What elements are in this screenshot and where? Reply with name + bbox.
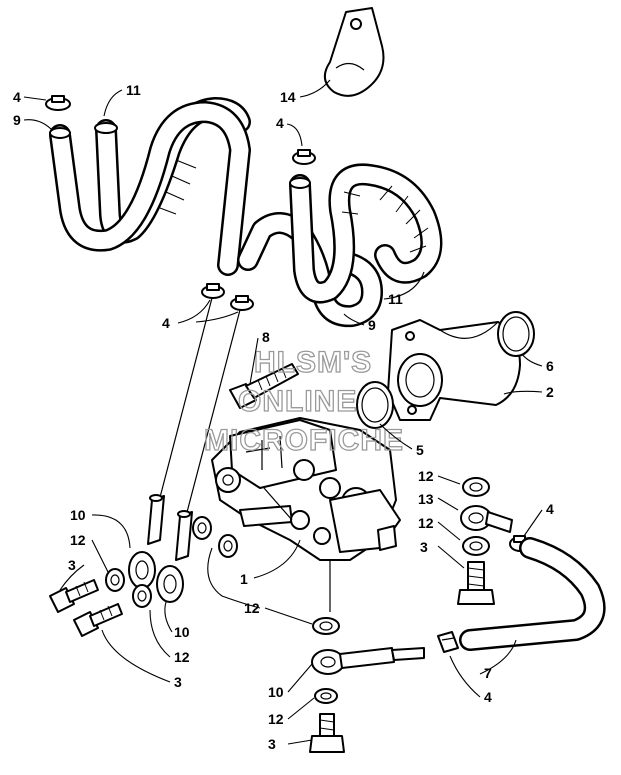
watermark-line-1: HLSM'S [254,346,372,379]
callout-10: 10 [268,684,284,700]
callout-3: 3 [68,557,76,573]
callout-12: 12 [418,515,434,531]
part-1-pump-body [211,417,401,561]
callout-12: 12 [244,600,260,616]
callout-1: 1 [240,571,248,587]
part-4-hose-clamp-top-center [292,149,316,165]
part-2-outlet-housing [387,319,521,421]
callout-4: 4 [276,115,284,131]
part-4-hose-clamp-middle-a [201,283,225,299]
part-14-clamp [323,7,385,97]
callout-10: 10 [174,624,190,640]
callout-9: 9 [13,112,21,128]
callout-8: 8 [262,329,270,345]
part-6-o-ring [497,311,535,357]
part-13-banjo-fitting-right [460,505,513,533]
leader-lines [23,79,543,745]
part-8-bolt [229,363,299,409]
part-12-washer-right-bottom [462,536,490,556]
callouts: 4 9 11 14 4 4 9 11 8 6 2 5 12 13 12 3 4 … [13,82,554,752]
callout-4: 4 [13,89,21,105]
part-4-hose-clamp-bottom [437,631,459,653]
callout-2: 2 [546,384,554,400]
callout-9: 9 [368,317,376,333]
part-9-hose-upper-left [49,101,251,276]
watermark: HLSM'S ONLINE MICROFICHE [203,345,404,457]
callout-12: 12 [174,649,190,665]
part-12-washer-mid-a [192,516,212,540]
watermark-line-3: MICROFICHE [204,424,404,457]
part-12-washer-bottom [314,688,338,704]
part-12-washer-left-b [132,584,152,608]
callout-10: 10 [70,507,86,523]
part-4-hose-clamp-top-left [45,95,71,111]
part-3-banjo-bolt-left-b [73,603,123,637]
callout-3: 3 [268,736,276,752]
part-12-washer-right-top [462,477,490,497]
part-12-washer-bottom-center [312,617,340,635]
callout-3: 3 [420,539,428,555]
callout-12: 12 [70,532,86,548]
callout-4: 4 [546,501,554,517]
callout-4: 4 [162,315,170,331]
part-3-banjo-bolt-left-a [49,579,99,613]
callout-11: 11 [126,82,141,98]
callout-7: 7 [484,665,492,681]
part-7-hose [459,537,606,651]
part-3-banjo-bolt-bottom [309,713,345,753]
part-11-hose-upper-right [289,163,443,304]
callout-3: 3 [174,674,182,690]
callout-6: 6 [546,358,554,374]
part-5-gasket [356,381,394,429]
part-10-banjo-fitting-bottom [311,647,425,675]
callout-14: 14 [280,89,296,105]
part-3-banjo-bolt-right [457,561,495,605]
part-12-washer-left-a [105,568,125,592]
part-12-washer-mid-b [218,534,238,558]
callout-5: 5 [416,442,424,458]
callout-12: 12 [418,468,434,484]
part-4-hose-clamp-middle-b [230,295,254,311]
callout-11: 11 [388,291,403,307]
callout-13: 13 [418,491,434,507]
callout-4: 4 [484,689,492,705]
part-10-banjo-fitting-left-b [156,510,193,603]
callout-12: 12 [268,711,284,727]
watermark-line-2: ONLINE [238,385,357,418]
